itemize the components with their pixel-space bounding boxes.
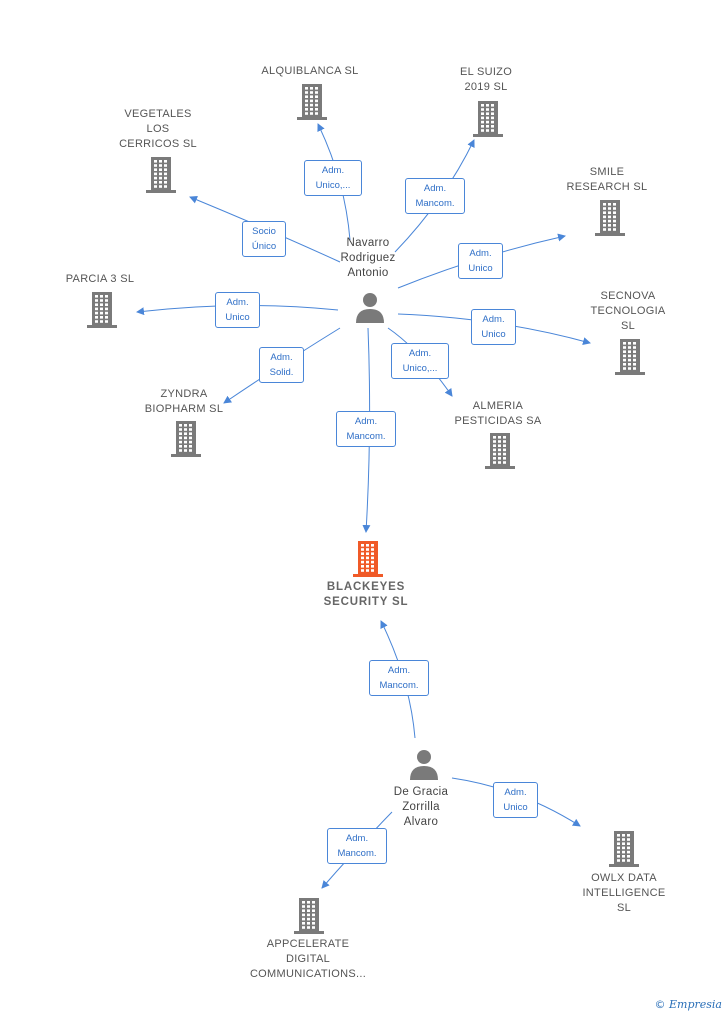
relation-blackeyes-navarro[interactable]: Adm. Mancom. <box>336 411 396 447</box>
relation-owlx[interactable]: Adm. Unico <box>493 782 538 818</box>
building-icon-elsuizo[interactable] <box>473 101 503 137</box>
company-label-vegetales[interactable]: VEGETALES LOS CERRICOS SL <box>119 108 197 150</box>
relation-almeria[interactable]: Adm. Unico,... <box>391 343 449 379</box>
building-icon-owlx[interactable] <box>609 831 639 867</box>
company-label-appcelerate[interactable]: APPCELERATE DIGITAL COMMUNICATIONS... <box>249 938 367 980</box>
footer-brand[interactable]: © Empresia <box>655 998 723 1011</box>
person-label-degracia[interactable]: De Gracia Zorrilla Alvaro <box>393 786 449 828</box>
person-icon-navarro <box>356 293 384 323</box>
company-label-elsuizo[interactable]: EL SUIZO 2019 SL <box>459 66 513 93</box>
relation-zyndra[interactable]: Adm. Solid. <box>259 347 304 383</box>
building-icon-secnova[interactable] <box>615 339 645 375</box>
building-icon-vegetales[interactable] <box>146 157 176 193</box>
relation-parcia[interactable]: Adm. Unico <box>215 292 260 328</box>
relation-secnova[interactable]: Adm. Unico <box>471 309 516 345</box>
person-icon-degracia <box>410 750 438 780</box>
company-label-almeria[interactable]: ALMERIA PESTICIDAS SA <box>454 400 542 427</box>
relation-appcelerate[interactable]: Adm. Mancom. <box>327 828 387 864</box>
building-icon-parcia[interactable] <box>87 292 117 328</box>
company-label-smile[interactable]: SMILE RESEARCH SL <box>566 166 648 193</box>
company-label-parcia[interactable]: PARCIA 3 SL <box>65 273 135 285</box>
building-icon-almeria[interactable] <box>485 433 515 469</box>
relation-smile[interactable]: Adm. Unico <box>458 243 503 279</box>
building-icon-alquiblanca[interactable] <box>297 84 327 120</box>
company-label-blackeyes[interactable]: BLACKEYES SECURITY SL <box>323 581 409 608</box>
company-label-zyndra[interactable]: ZYNDRA BIOPHARM SL <box>144 388 224 415</box>
relation-alquiblanca[interactable]: Adm. Unico,... <box>304 160 362 196</box>
building-icon-smile[interactable] <box>595 200 625 236</box>
building-icon-zyndra[interactable] <box>171 421 201 457</box>
relation-elsuizo[interactable]: Adm. Mancom. <box>405 178 465 214</box>
copyright-symbol: © <box>654 998 666 1011</box>
building-icon-blackeyes[interactable] <box>353 541 383 577</box>
brand-name: Empresia <box>669 998 722 1011</box>
relation-vegetales[interactable]: Socio Único <box>242 221 286 257</box>
company-label-alquiblanca[interactable]: ALQUIBLANCA SL <box>261 65 359 77</box>
person-label-navarro[interactable]: Navarro Rodriguez Antonio <box>340 237 396 279</box>
company-label-secnova[interactable]: SECNOVA TECNOLOGIA SL <box>590 290 666 332</box>
building-icon-appcelerate[interactable] <box>294 898 324 934</box>
relation-blackeyes-degracia[interactable]: Adm. Mancom. <box>369 660 429 696</box>
company-label-owlx[interactable]: OWLX DATA INTELLIGENCE SL <box>582 872 666 914</box>
